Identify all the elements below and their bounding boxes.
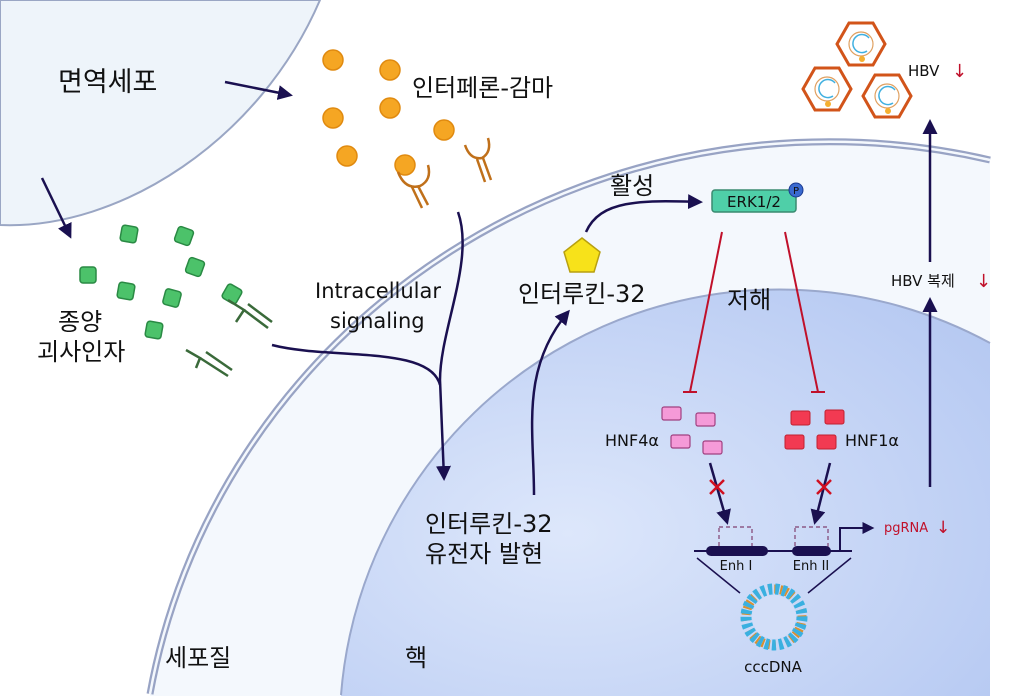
hbv-replication-down-arrow: ↓ — [976, 271, 991, 292]
membrane-inner-line — [148, 140, 991, 695]
nucleus-envelope — [340, 288, 991, 696]
tnf-label-line2: 괴사인자 — [37, 338, 125, 366]
il32-label: 인터루킨-32 — [518, 280, 646, 308]
il32-expression-line1: 인터루킨-32 — [425, 510, 553, 538]
erk-box — [711, 189, 797, 213]
enh2-label: Enh II — [793, 559, 830, 574]
arrow-tnf-signaling — [271, 343, 442, 386]
arrow-to-tnf — [40, 177, 72, 239]
hnf4a-molecules — [661, 406, 723, 455]
hnf4a-label: HNF4α — [605, 431, 659, 450]
hbv-virions — [801, 21, 913, 119]
hbv-label: HBV — [908, 62, 940, 80]
pgrna-down-arrow: ↓ — [936, 518, 950, 538]
hnf1a-label: HNF1α — [845, 431, 899, 450]
nucleus-label: 핵 — [405, 644, 427, 672]
hbv-replication-label: HBV 복제 — [891, 272, 955, 290]
interferon-receptors — [396, 137, 493, 209]
phospho-label: P — [793, 186, 799, 197]
immune-cell-label: 면역세포 — [58, 67, 157, 98]
tnf-label-line1: 종양 — [58, 308, 102, 336]
arrow-hnf1a-enh2 — [810, 462, 832, 525]
phospho-icon — [788, 182, 804, 198]
activation-label: 활성 — [610, 172, 654, 200]
inhibition-label: 저해 — [727, 286, 771, 314]
pgrna-label: pgRNA — [884, 521, 928, 536]
il32-expression-line2: 유전자 발현 — [425, 540, 543, 568]
hnf1a-molecules — [784, 409, 845, 450]
arrow-expression-to-il32 — [530, 309, 570, 496]
erk-label: ERK1/2 — [727, 193, 781, 211]
tnf-receptors — [185, 298, 273, 378]
il32-pentagon-icon — [563, 237, 601, 273]
arrow-activation — [584, 194, 703, 233]
block-x-icons — [709, 479, 832, 495]
enh1-label: Enh I — [720, 559, 753, 574]
cccdna-label: cccDNA — [744, 658, 803, 676]
cccdna-icon — [740, 583, 808, 651]
intracellular-label-line1: Intracellular — [315, 279, 441, 303]
dna-segment — [694, 522, 875, 594]
cytoplasm-label: 세포질 — [165, 644, 231, 672]
nucleus — [341, 289, 990, 696]
tnf-molecules — [79, 224, 243, 340]
arrow-hnf4a-enh1 — [708, 462, 731, 525]
inhibition-lines — [683, 231, 825, 393]
immune-cell — [0, 0, 322, 227]
hbv-down-arrow: ↓ — [952, 61, 967, 82]
interferon-gamma-molecules — [322, 49, 455, 176]
arrow-to-interferon — [224, 80, 293, 101]
interferon-gamma-label: 인터페론-감마 — [412, 74, 553, 102]
intracellular-label-line2: signaling — [330, 309, 425, 333]
arrow-ifn-signaling — [436, 211, 464, 481]
